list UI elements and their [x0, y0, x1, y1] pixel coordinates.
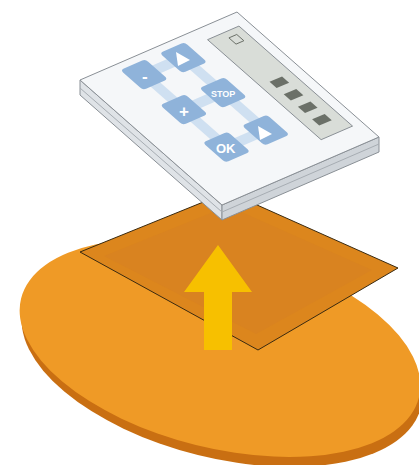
charging-pad	[0, 192, 419, 465]
button-label: +	[179, 103, 189, 120]
button-label: OK	[216, 142, 236, 155]
up-arrow	[184, 245, 252, 350]
remote-control	[80, 12, 379, 220]
button-label: STOP	[211, 90, 235, 99]
button-label: -	[142, 68, 148, 85]
